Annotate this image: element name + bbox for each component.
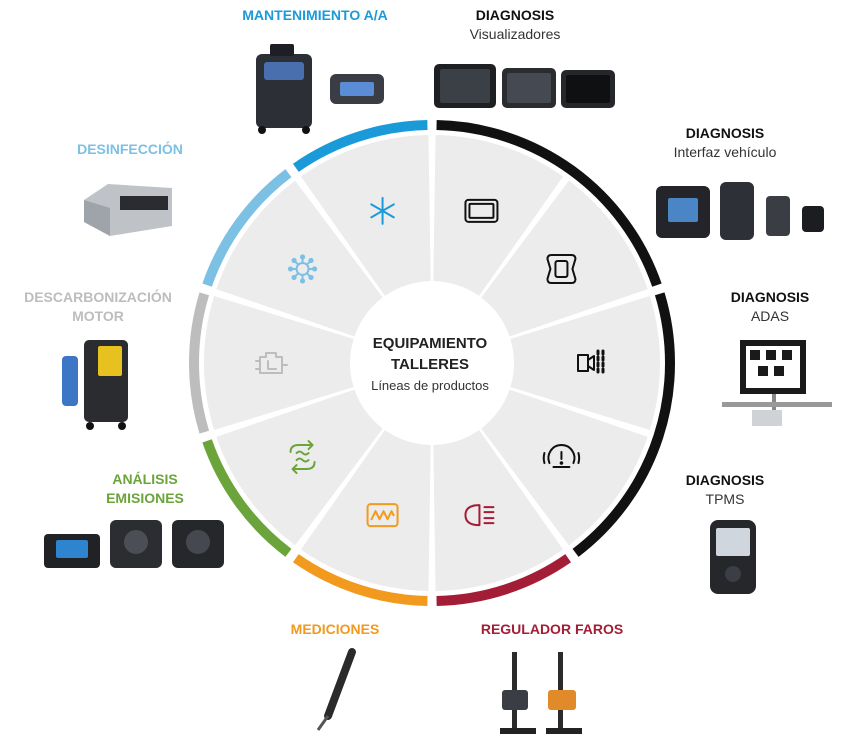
adas-calibration-image [722, 340, 832, 426]
label-mediciones[interactable]: MEDICIONES [270, 620, 400, 639]
headlight-icon [464, 504, 495, 527]
tpms-icon [542, 444, 581, 469]
label-diag-interfaz-title: DIAGNOSIS [685, 125, 765, 141]
segment-icons [255, 196, 605, 528]
label-diag-visualizadores-sub: Visualizadores [469, 26, 561, 42]
center-title-line1: EQUIPAMIENTO [372, 335, 488, 352]
segment-10 [300, 135, 431, 298]
label-mantenimiento[interactable]: MANTENIMIENTO A/A [220, 6, 410, 25]
segment-9 [216, 180, 384, 338]
center-subtitle: Líneas de productos [371, 378, 489, 393]
label-mantenimiento-title: MANTENIMIENTO A/A [242, 7, 388, 23]
label-descarbonizacion-title1: DESCARBONIZACIÓN [24, 289, 172, 305]
engine-icon [255, 352, 288, 374]
label-descarbonizacion-title2: MOTOR [72, 308, 124, 324]
headlight-tester-image [500, 652, 582, 734]
label-diag-tpms[interactable]: DIAGNOSIS TPMS [650, 471, 800, 509]
label-desinfeccion-title: DESINFECCIÓN [77, 141, 183, 157]
center-title: EQUIPAMIENTO TALLERES Líneas de producto… [330, 333, 530, 397]
segment-8 [204, 295, 356, 431]
ring-arc-mediciones [292, 554, 428, 606]
outer-ring [189, 120, 675, 606]
disinfection-virus-icon [287, 254, 318, 284]
label-mediciones-title: MEDICIONES [290, 621, 380, 637]
label-diag-adas-sub: ADAS [750, 308, 790, 324]
label-descarbonizacion[interactable]: DESCARBONIZACIÓN MOTOR [8, 288, 188, 326]
label-diag-adas-title: DIAGNOSIS [730, 289, 810, 305]
segment-5 [433, 428, 564, 591]
vehicle-interface-icon [546, 253, 577, 284]
segment-7 [216, 388, 384, 546]
segment-2 [480, 180, 648, 338]
disinfection-device-image [84, 184, 172, 236]
snowflake-icon [370, 196, 395, 225]
label-diag-visualizadores[interactable]: DIAGNOSIS Visualizadores [440, 6, 590, 44]
label-desinfeccion[interactable]: DESINFECCIÓN [60, 140, 200, 159]
ring-arc-emisiones [202, 439, 292, 557]
label-faros-title: REGULADOR FAROS [480, 621, 624, 637]
label-faros[interactable]: REGULADOR FAROS [462, 620, 642, 639]
wave-measure-icon [366, 503, 399, 528]
segment-3 [508, 295, 661, 431]
label-diag-adas[interactable]: DIAGNOSIS ADAS [695, 288, 845, 326]
ring-arc-descarbonizacion [189, 292, 210, 434]
tablet-icon [464, 198, 499, 223]
label-diag-interfaz[interactable]: DIAGNOSIS Interfaz vehículo [650, 124, 800, 162]
emissions-analyzers-image [44, 520, 224, 568]
label-diag-tpms-title: DIAGNOSIS [685, 472, 765, 488]
segment-6 [300, 428, 431, 591]
center-title-line2: TALLERES [390, 356, 470, 373]
emissions-cycle-icon [289, 440, 316, 475]
visualizer-tablets-image [434, 64, 615, 108]
ac-machine-image [256, 44, 384, 134]
vehicle-interface-image [656, 182, 824, 240]
decarbonization-machine-image [62, 340, 128, 430]
tpms-tool-image [710, 520, 756, 594]
label-diag-tpms-sub: TPMS [705, 491, 745, 507]
ring-arc-diagnosis-2 [572, 292, 675, 557]
label-emisiones[interactable]: ANÁLISIS EMISIONES [70, 470, 220, 508]
ring-arc-desinfeccion [202, 169, 292, 287]
ring-arc-mantenimiento [292, 120, 428, 172]
measurement-probe-image [316, 648, 356, 731]
ring-arc-faros [436, 554, 572, 606]
label-diag-visualizadores-title: DIAGNOSIS [475, 7, 555, 23]
adas-camera-icon [577, 349, 605, 377]
label-diag-interfaz-sub: Interfaz vehículo [673, 144, 777, 160]
label-emisiones-title1: ANÁLISIS [112, 471, 178, 487]
ring-arc-diagnosis-1 [436, 120, 662, 287]
label-emisiones-title2: EMISIONES [106, 490, 184, 506]
center-circle [350, 281, 514, 445]
